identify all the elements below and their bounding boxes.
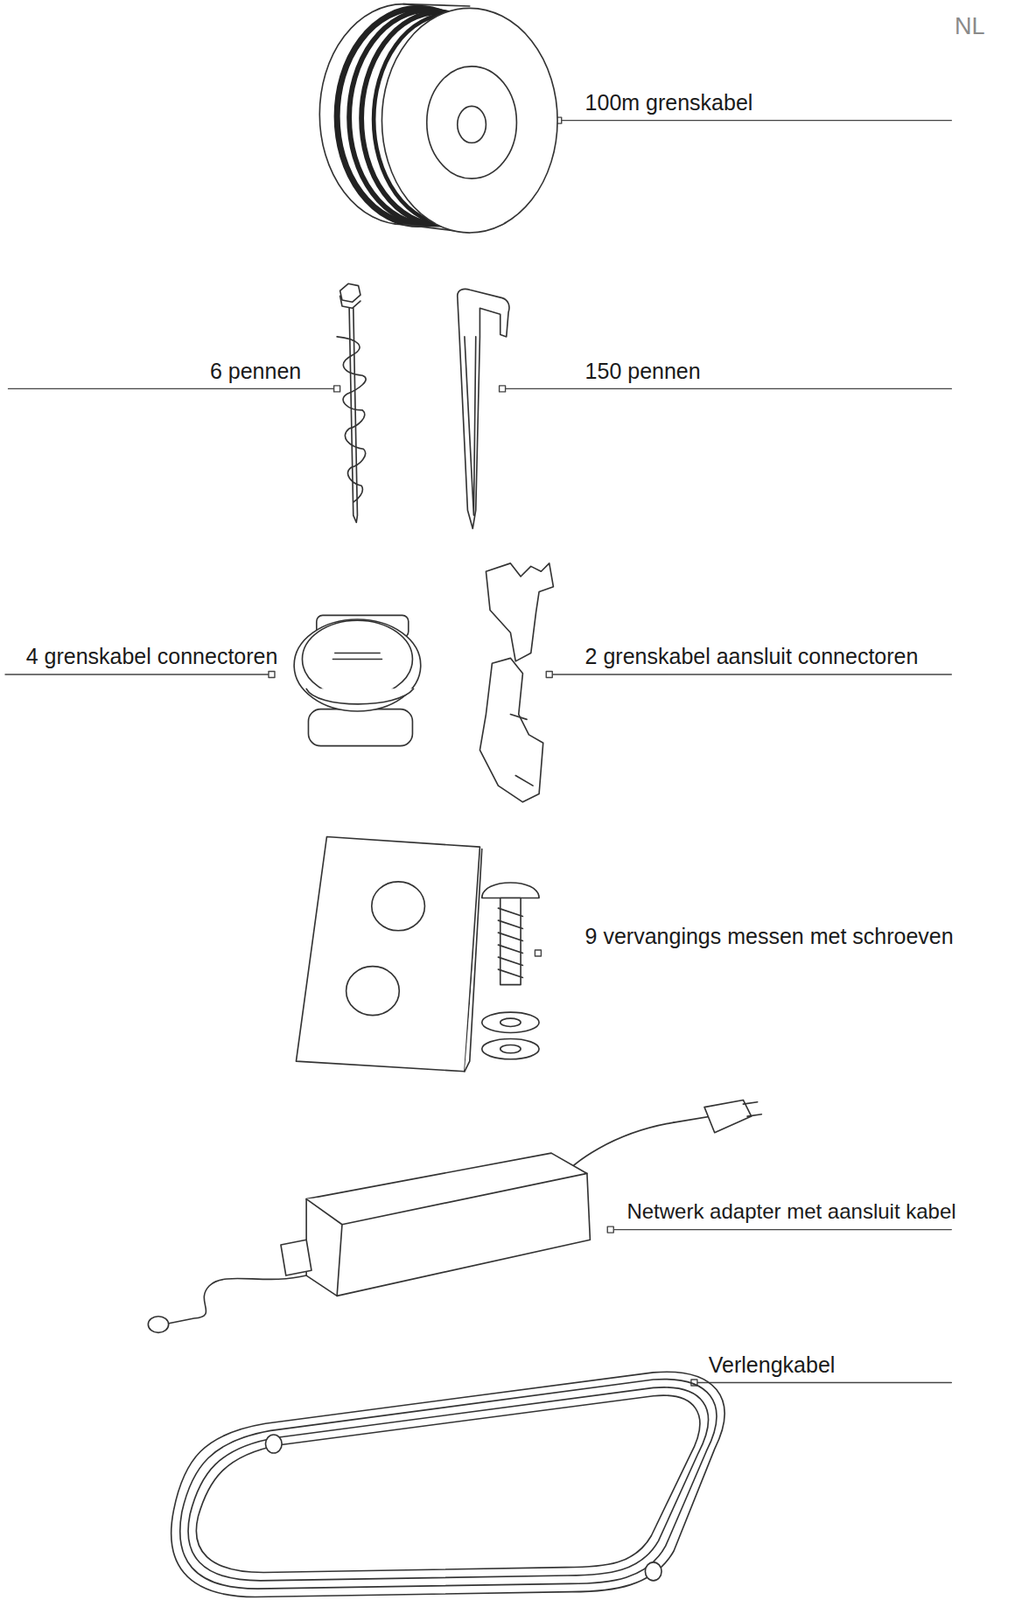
screw	[482, 882, 539, 1060]
round-connector	[294, 615, 421, 746]
part-label: Verlengkabel	[708, 1351, 836, 1379]
part-label: 2 grenskabel aansluit connectoren	[585, 643, 919, 670]
blade	[295, 836, 482, 1071]
stake-peg	[457, 288, 510, 529]
leader-lines	[5, 117, 952, 1386]
part-label: 6 pennen	[210, 357, 301, 385]
screw-peg	[336, 283, 366, 523]
part-label: 100m grenskabel	[585, 89, 754, 116]
clip-connector	[479, 563, 553, 803]
cable-spool	[319, 4, 558, 233]
part-label: 150 pennen	[585, 357, 701, 385]
part-label: 9 vervangings messen met schroeven	[585, 923, 954, 950]
page-language-code: NL	[954, 12, 986, 41]
extension-cable	[171, 1372, 725, 1597]
part-label: 4 grenskabel connectoren	[26, 643, 279, 670]
part-label: Netwerk adapter met aansluit kabel	[626, 1199, 956, 1225]
